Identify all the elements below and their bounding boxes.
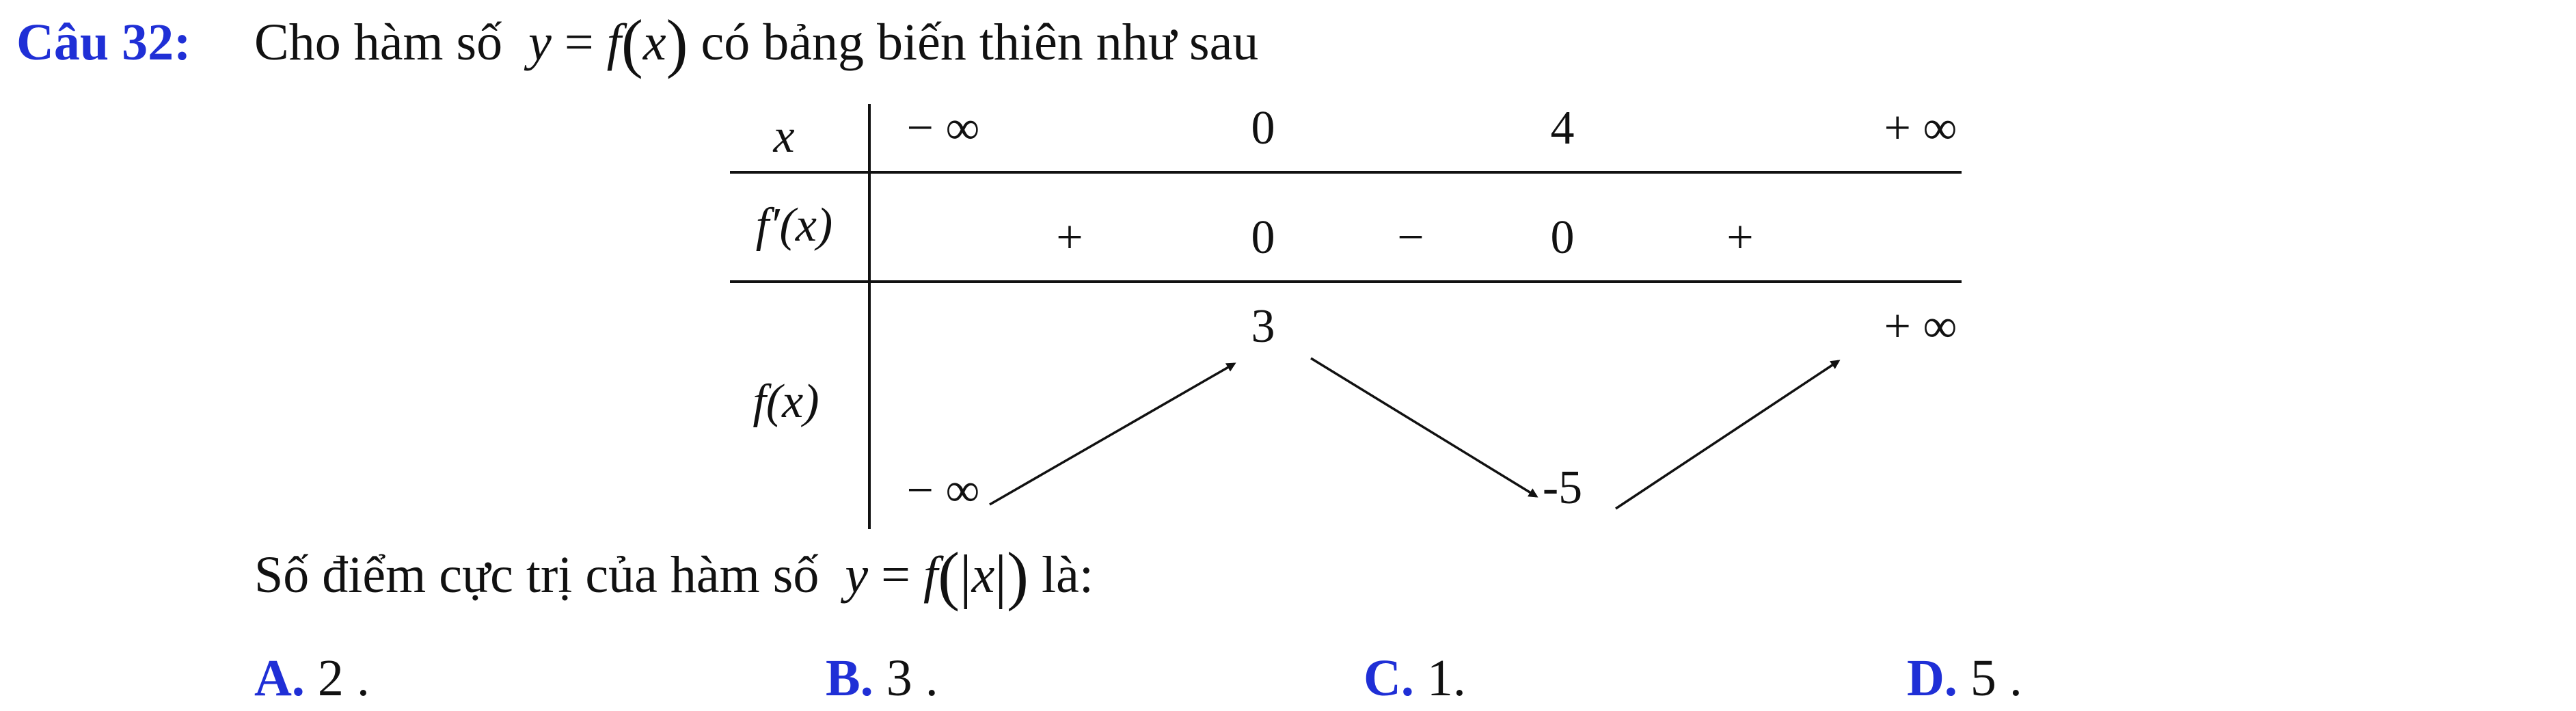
answer-letter-b: B. [826,649,873,707]
answer-option-b[interactable]: B. 3 . [826,645,938,711]
row-label-fprime: f′(x) [756,199,832,252]
fprime-zero-2: 0 [1551,211,1575,264]
math-f: f [606,14,621,71]
math-f-2: f [923,546,938,604]
arrow-increasing-1 [989,362,1236,506]
math-x: x [642,14,666,71]
fprime-zero-1: 0 [1251,211,1275,264]
x-value-4: 4 [1551,102,1575,155]
answer-value-b: 3 . [886,649,938,707]
answer-option-a[interactable]: A. 2 . [254,645,370,711]
abs-bar-open: | [960,544,972,610]
answer-letter-d: D. [1907,649,1957,707]
math-equals: = [564,14,594,71]
f-value-right: + ∞ [1884,300,1957,353]
math-y: y [528,14,552,71]
fprime-sign-2: − [1397,211,1424,264]
abs-bar-close: | [994,544,1007,610]
math-y-2: y [845,546,869,604]
math-x-2: x [971,546,995,604]
answer-value-a: 2 . [317,649,370,707]
f-value-min: -5 [1543,461,1582,514]
question-ask-line: Số điểm cực trị của hàm số y = f(|x|) là… [254,539,1094,612]
question-intro-line: Cho hàm số y = f(x) có bảng biến thiên n… [254,6,1259,79]
x-value-pos-inf: + ∞ [1884,102,1957,155]
question-intro: Cho hàm số [254,14,503,71]
question-ask: Số điểm cực trị của hàm số [254,546,819,604]
row-label-x: x [772,110,794,163]
answer-value-d: 5 . [1970,649,2022,707]
answer-option-c[interactable]: C. 1. [1364,645,1466,711]
question-intro-tail: có bảng biến thiên như sau [701,14,1259,71]
fprime-sign-1: + [1056,211,1083,264]
question-label: Câu 32: [16,14,191,71]
answer-letter-a: A. [254,649,305,707]
arrow-increasing-2 [1615,360,1841,510]
f-value-left: − ∞ [907,464,980,517]
math-equals-2: = [881,546,910,604]
answer-letter-c: C. [1364,649,1414,707]
arrow-decreasing [1310,357,1538,498]
answer-value-c: 1. [1426,649,1466,707]
answer-option-d[interactable]: D. 5 . [1907,645,2022,711]
row-label-f: f(x) [753,375,819,428]
fprime-sign-3: + [1726,211,1753,264]
x-value-neg-inf: − ∞ [907,102,980,155]
x-value-0: 0 [1251,102,1275,155]
question-ask-tail: là: [1041,546,1094,604]
f-value-max: 3 [1251,300,1275,353]
